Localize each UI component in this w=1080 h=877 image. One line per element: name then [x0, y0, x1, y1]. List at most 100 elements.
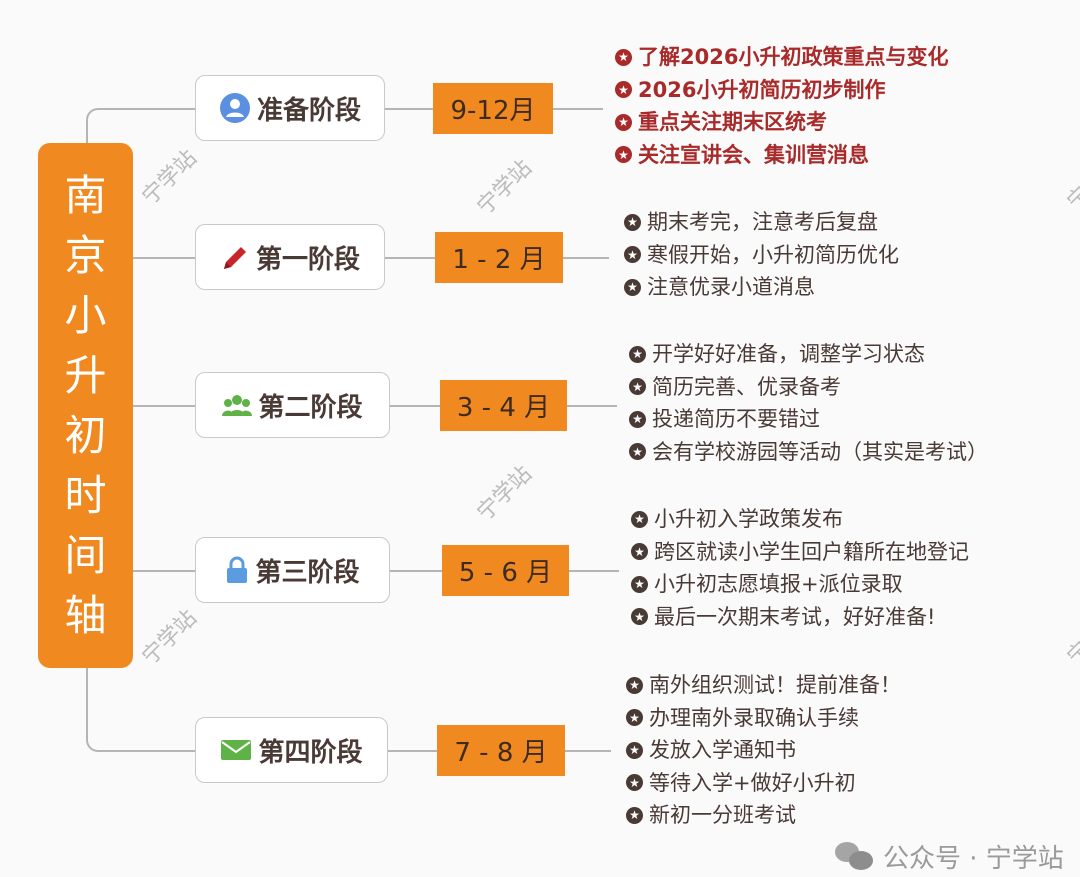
connector [385, 257, 435, 259]
list-item: ★ 注意优录小道消息 [624, 271, 899, 304]
title-char: 间 [64, 530, 107, 580]
item-text: 开学好好准备，调整学习状态 [652, 342, 925, 366]
watermark: 宁学站 [472, 461, 537, 526]
item-text: 发放入学通知书 [649, 738, 796, 762]
stage-label: 准备阶段 [256, 95, 361, 126]
list-item: ★南外组织测试！提前准备！ [626, 669, 901, 702]
list-item: ★ 小升初志愿填报+派位录取 [631, 568, 969, 601]
watermark: 宁学站 [1062, 605, 1080, 670]
stage-label: 第四阶段 [258, 737, 363, 768]
star-icon: ★ [626, 806, 643, 824]
month-badge: 5 - 6 月 [442, 545, 569, 596]
stage-node-2: 第二阶段 [195, 372, 390, 438]
star-icon: ★ [629, 443, 646, 461]
month-badge: 7 - 8 月 [437, 725, 565, 776]
star-icon: ★ [624, 213, 641, 231]
connector [569, 570, 619, 572]
list-item: ★ 投递简历不要错过 [629, 403, 988, 436]
list-item: ★小升初入学政策发布 [631, 503, 969, 536]
star-icon: ★ [629, 410, 646, 428]
connector [390, 405, 440, 407]
star-icon: ★ [626, 676, 643, 694]
item-text: 会有学校游园等活动（其实是考试） [652, 439, 988, 464]
connector [86, 108, 102, 150]
stage-node-1: 第一阶段 [195, 224, 385, 290]
connector [86, 668, 102, 752]
title-char: 轴 [64, 590, 107, 640]
star-icon: ★ [631, 575, 648, 593]
stage-items: ★小升初入学政策发布 ★ 跨区就读小学生回户籍所在地登记 ★ 小升初志愿填报+派位录… [631, 503, 969, 633]
list-item: ★寒假开始，小升初简历优化 [624, 239, 899, 272]
item-text: 小升初志愿填报+派位录取 [654, 572, 903, 596]
star-icon: ★ [615, 81, 632, 99]
stage-node-3: 第三阶段 [195, 537, 390, 603]
title-char: 小 [64, 290, 107, 340]
list-item: ★ 新初一分班考试 [626, 799, 901, 832]
list-item: ★ 简历完善、优录备考 [629, 371, 988, 404]
connector [385, 108, 433, 110]
group-icon [222, 395, 253, 416]
list-item: ★办理南外录取确认手续 [626, 702, 901, 735]
star-icon: ★ [615, 48, 632, 66]
list-item: ★等待入学+做好小升初 [626, 767, 901, 800]
month-badge: 1 - 2 月 [435, 232, 563, 283]
wechat-icon [835, 841, 875, 872]
item-text: 新初一分班考试 [649, 803, 796, 827]
title-char: 南 [64, 170, 107, 220]
list-item: ★关注宣讲会、集训营消息 [615, 139, 948, 172]
list-item: ★ 2026小升初简历初步制作 [615, 74, 948, 107]
list-item: ★ 开学好好准备，调整学习状态 [629, 338, 988, 371]
star-icon: ★ [624, 278, 641, 296]
list-item: ★ 发放入学通知书 [626, 734, 901, 767]
watermark: 宁学站 [472, 155, 537, 220]
pencil-icon [223, 247, 246, 269]
connector [133, 257, 195, 259]
star-icon: ★ [626, 709, 643, 727]
month-badge: 3 - 4 月 [440, 380, 567, 431]
list-item: ★期末考完，注意考后复盘 [624, 206, 899, 239]
footer-source: 公众号 · 宁学站 [835, 838, 1064, 875]
item-text: 简历完善、优录备考 [652, 374, 841, 399]
item-text: 重点关注期末区统考 [638, 110, 827, 134]
connector [553, 108, 603, 110]
stage-label: 第三阶段 [255, 557, 360, 588]
list-item: ★重点关注期末区统考 [615, 106, 948, 139]
item-text: 跨区就读小学生回户籍所在地登记 [654, 539, 969, 564]
item-text: 寒假开始，小升初简历优化 [647, 242, 899, 267]
list-item: ★ 会有学校游园等活动（其实是考试） [629, 436, 988, 469]
month-badge: 9-12月 [433, 83, 553, 134]
star-icon: ★ [629, 345, 646, 363]
title-char: 初 [64, 410, 107, 460]
title-char: 时 [64, 470, 107, 520]
star-icon: ★ [626, 774, 643, 792]
item-text: 注意优录小道消息 [647, 275, 815, 299]
list-item: ★最后一次期末考试，好好准备! [631, 601, 969, 634]
star-icon: ★ [629, 378, 646, 396]
title-char: 京 [64, 230, 107, 280]
user-icon [219, 93, 250, 123]
star-icon: ★ [626, 741, 643, 759]
list-item: ★ 跨区就读小学生回户籍所在地登记 [631, 536, 969, 569]
connector [133, 570, 195, 572]
watermark: 宁学站 [137, 605, 202, 670]
stage-items: ★ 开学好好准备，调整学习状态 ★ 简历完善、优录备考 ★ 投递简历不要错过 ★ 会有学… [629, 338, 988, 468]
watermark: 宁学站 [137, 145, 202, 210]
item-text: 投递简历不要错过 [652, 407, 820, 431]
connector [565, 750, 611, 752]
root-title: 南 京 小 升 初 时 间 轴 [38, 143, 133, 668]
connector [390, 570, 442, 572]
item-text: 关注宣讲会、集训营消息 [638, 142, 869, 167]
stage-items: ★期末考完，注意考后复盘 ★寒假开始，小升初简历优化 ★注意优录小道消息 [624, 206, 899, 304]
connector [567, 405, 617, 407]
title-char: 升 [64, 350, 107, 400]
star-icon: ★ [631, 608, 648, 626]
lock-icon [227, 556, 248, 583]
item-text: 2026小升初简历初步制作 [638, 77, 886, 102]
stage-node-4: 第四阶段 [195, 717, 388, 783]
envelope-icon [221, 740, 252, 760]
item-text: 了解2026小升初政策重点与变化 [638, 45, 949, 69]
stage-node-prep: 准备阶段 [195, 75, 385, 141]
footer-text: 公众号 · 宁学站 [883, 844, 1064, 874]
connector [133, 405, 195, 407]
star-icon: ★ [631, 543, 648, 561]
